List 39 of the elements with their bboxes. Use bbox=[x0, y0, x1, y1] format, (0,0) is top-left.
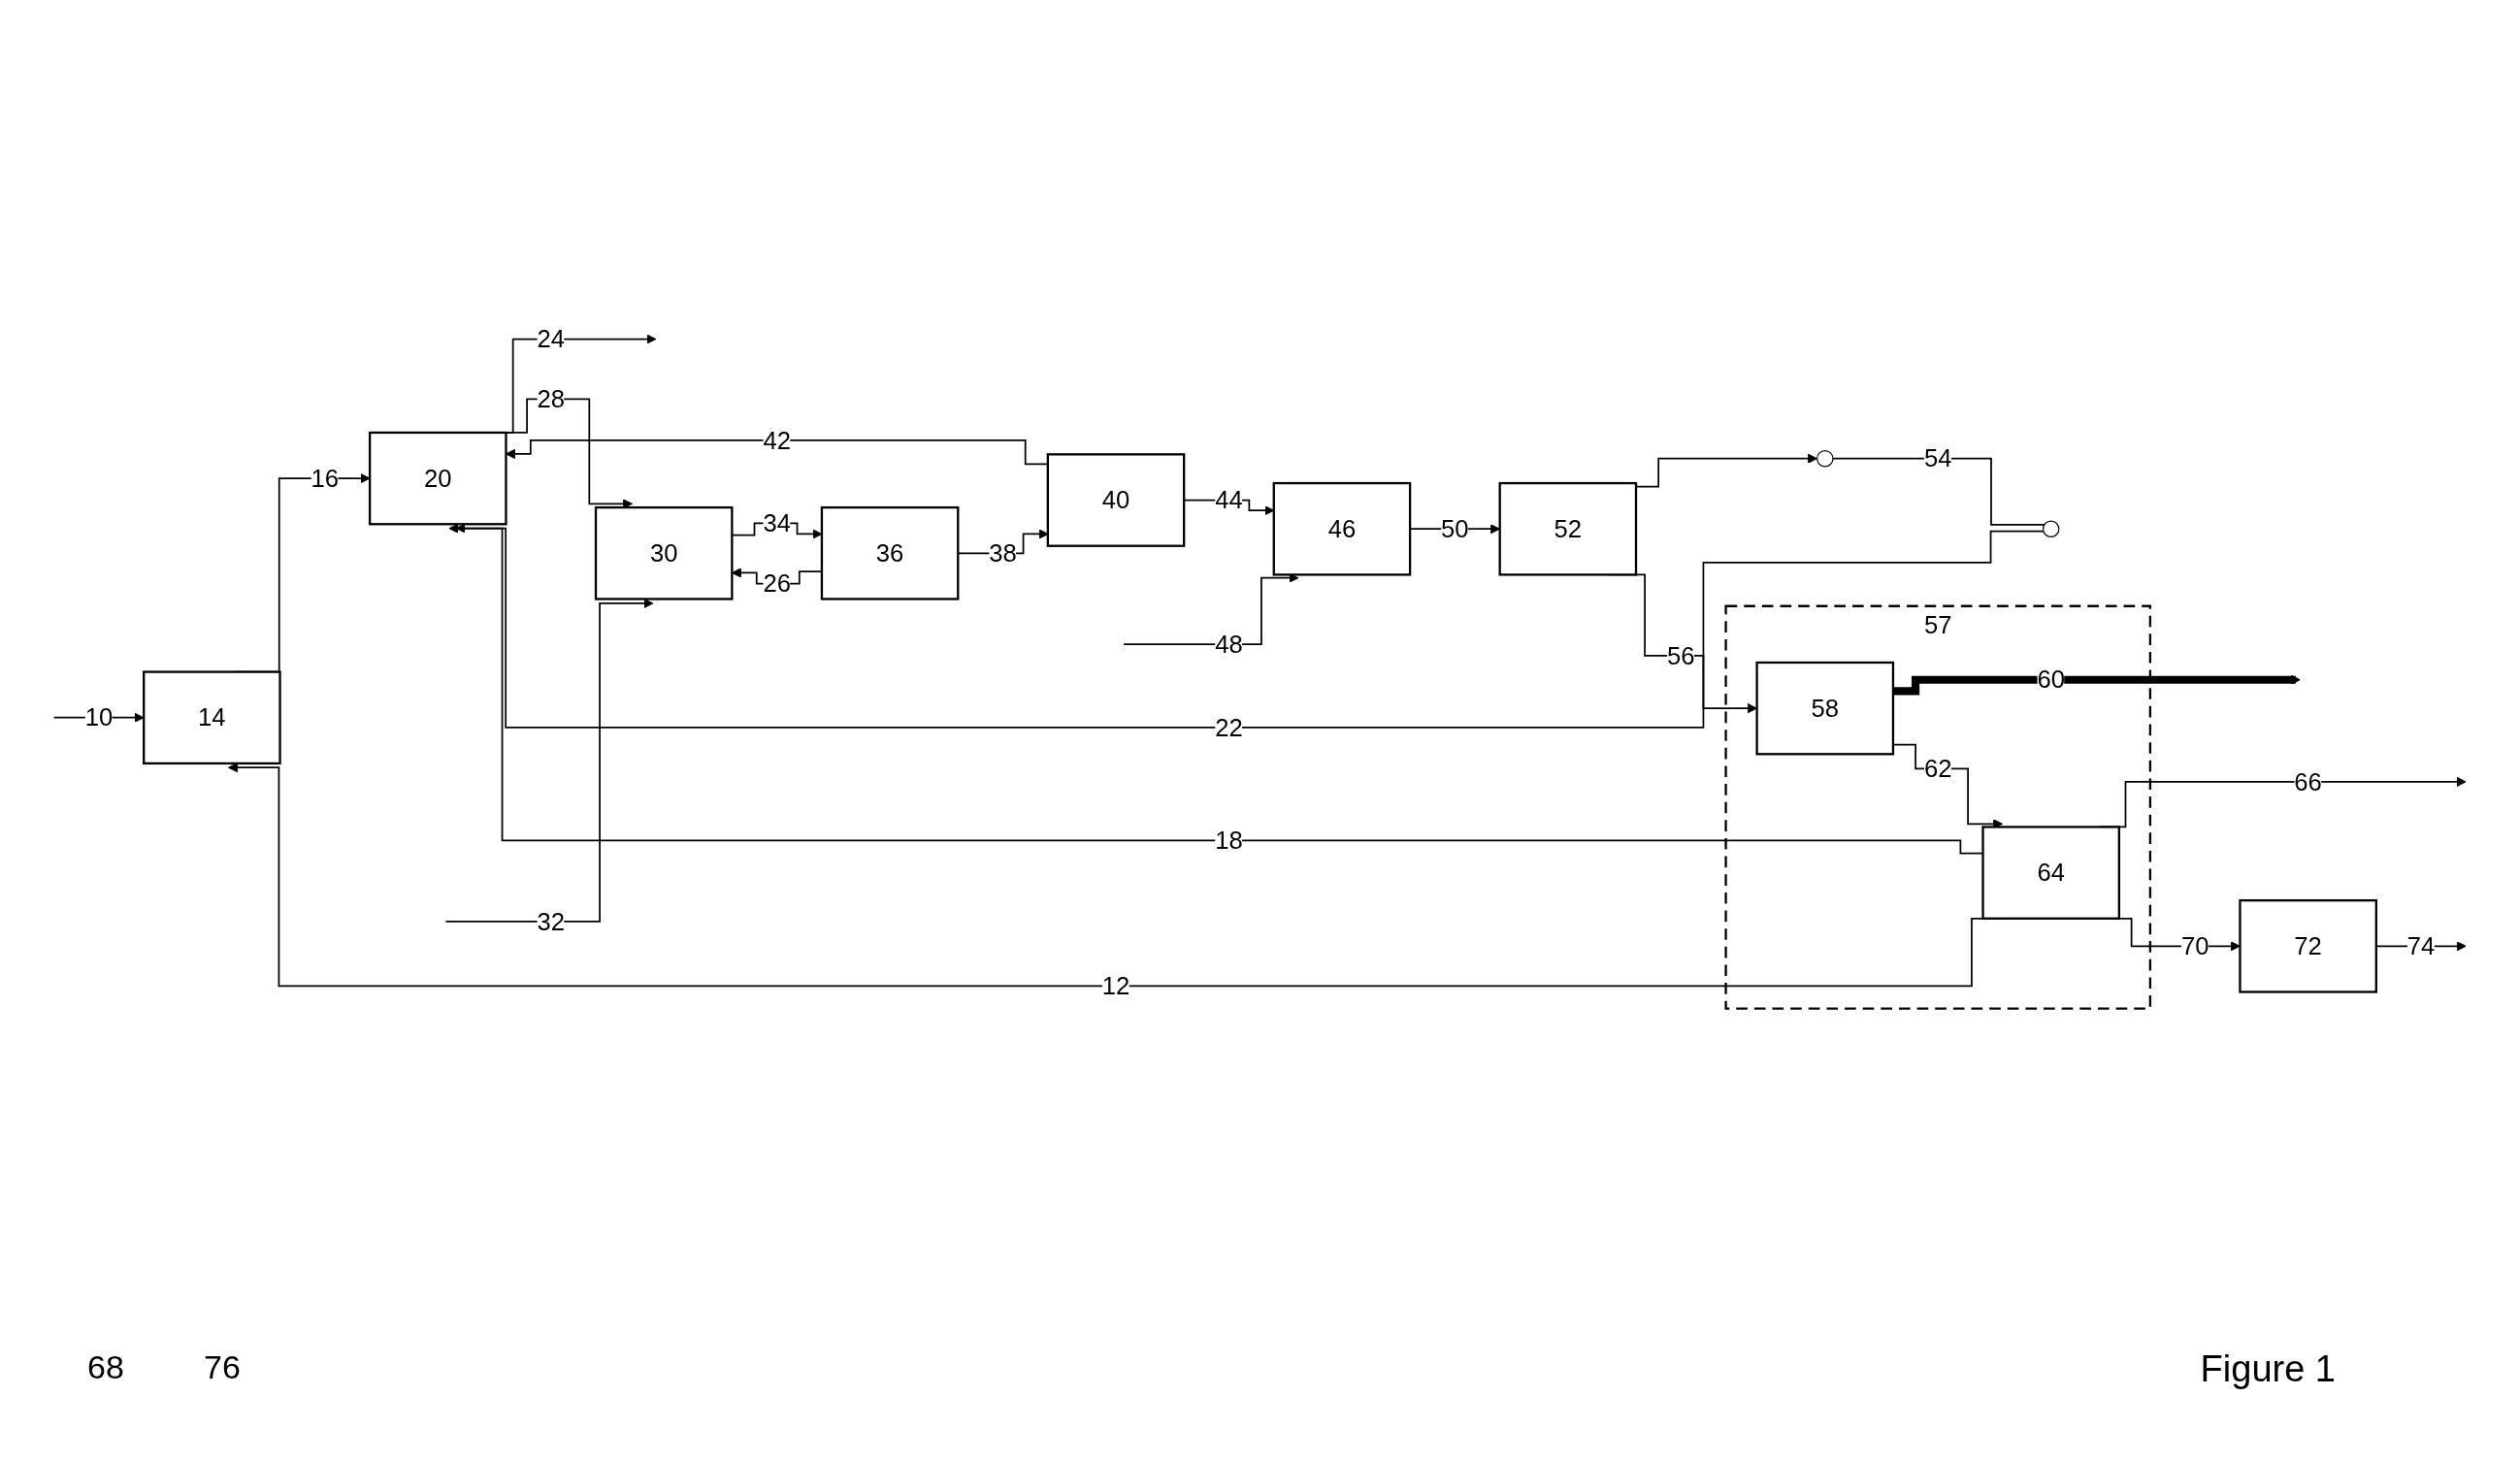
edge-label: 28 bbox=[537, 384, 565, 413]
node-box: 40 bbox=[1046, 453, 1186, 547]
reference-number: 68 bbox=[87, 1348, 124, 1386]
edge-label: 60 bbox=[2037, 666, 2065, 695]
edge-label: 54 bbox=[1923, 444, 1952, 473]
edge-label: 70 bbox=[2180, 931, 2209, 960]
node-box: 64 bbox=[1981, 826, 2121, 920]
edge-label: 24 bbox=[537, 325, 565, 354]
node-box: 20 bbox=[368, 431, 507, 526]
node-box: 58 bbox=[1755, 661, 1895, 756]
node-circle bbox=[1816, 450, 1834, 468]
connector bbox=[1832, 457, 2045, 526]
node-box: 72 bbox=[2239, 898, 2377, 993]
figure-caption: Figure 1 bbox=[2200, 1348, 2336, 1390]
node-box: 52 bbox=[1498, 481, 1638, 576]
edge-label: 66 bbox=[2294, 767, 2322, 796]
edge-label: 62 bbox=[1923, 754, 1952, 784]
edge-label: 42 bbox=[763, 426, 791, 455]
node-box: 14 bbox=[143, 670, 281, 765]
edge-label: 10 bbox=[84, 703, 114, 732]
arrow bbox=[1892, 674, 2301, 696]
edge-label: 50 bbox=[1441, 514, 1469, 543]
edge-label: 44 bbox=[1215, 485, 1243, 515]
edge-label: 18 bbox=[1215, 826, 1243, 855]
edge-label: 32 bbox=[537, 907, 565, 936]
edge-label: 12 bbox=[1101, 971, 1130, 1000]
edge-label: 74 bbox=[2406, 931, 2436, 960]
edge-label: 16 bbox=[311, 464, 340, 493]
node-box: 46 bbox=[1272, 481, 1412, 576]
node-circle bbox=[2042, 520, 2060, 537]
edge-label: 22 bbox=[1215, 713, 1243, 742]
reference-number: 76 bbox=[204, 1348, 241, 1386]
edge-label: 34 bbox=[763, 508, 791, 537]
edge-label: 38 bbox=[989, 538, 1017, 568]
edge-label: 26 bbox=[763, 569, 791, 599]
edge-label: 48 bbox=[1215, 630, 1243, 659]
node-box: 36 bbox=[820, 505, 960, 601]
node-box: 30 bbox=[594, 505, 734, 601]
edge-label: 56 bbox=[1667, 641, 1695, 670]
